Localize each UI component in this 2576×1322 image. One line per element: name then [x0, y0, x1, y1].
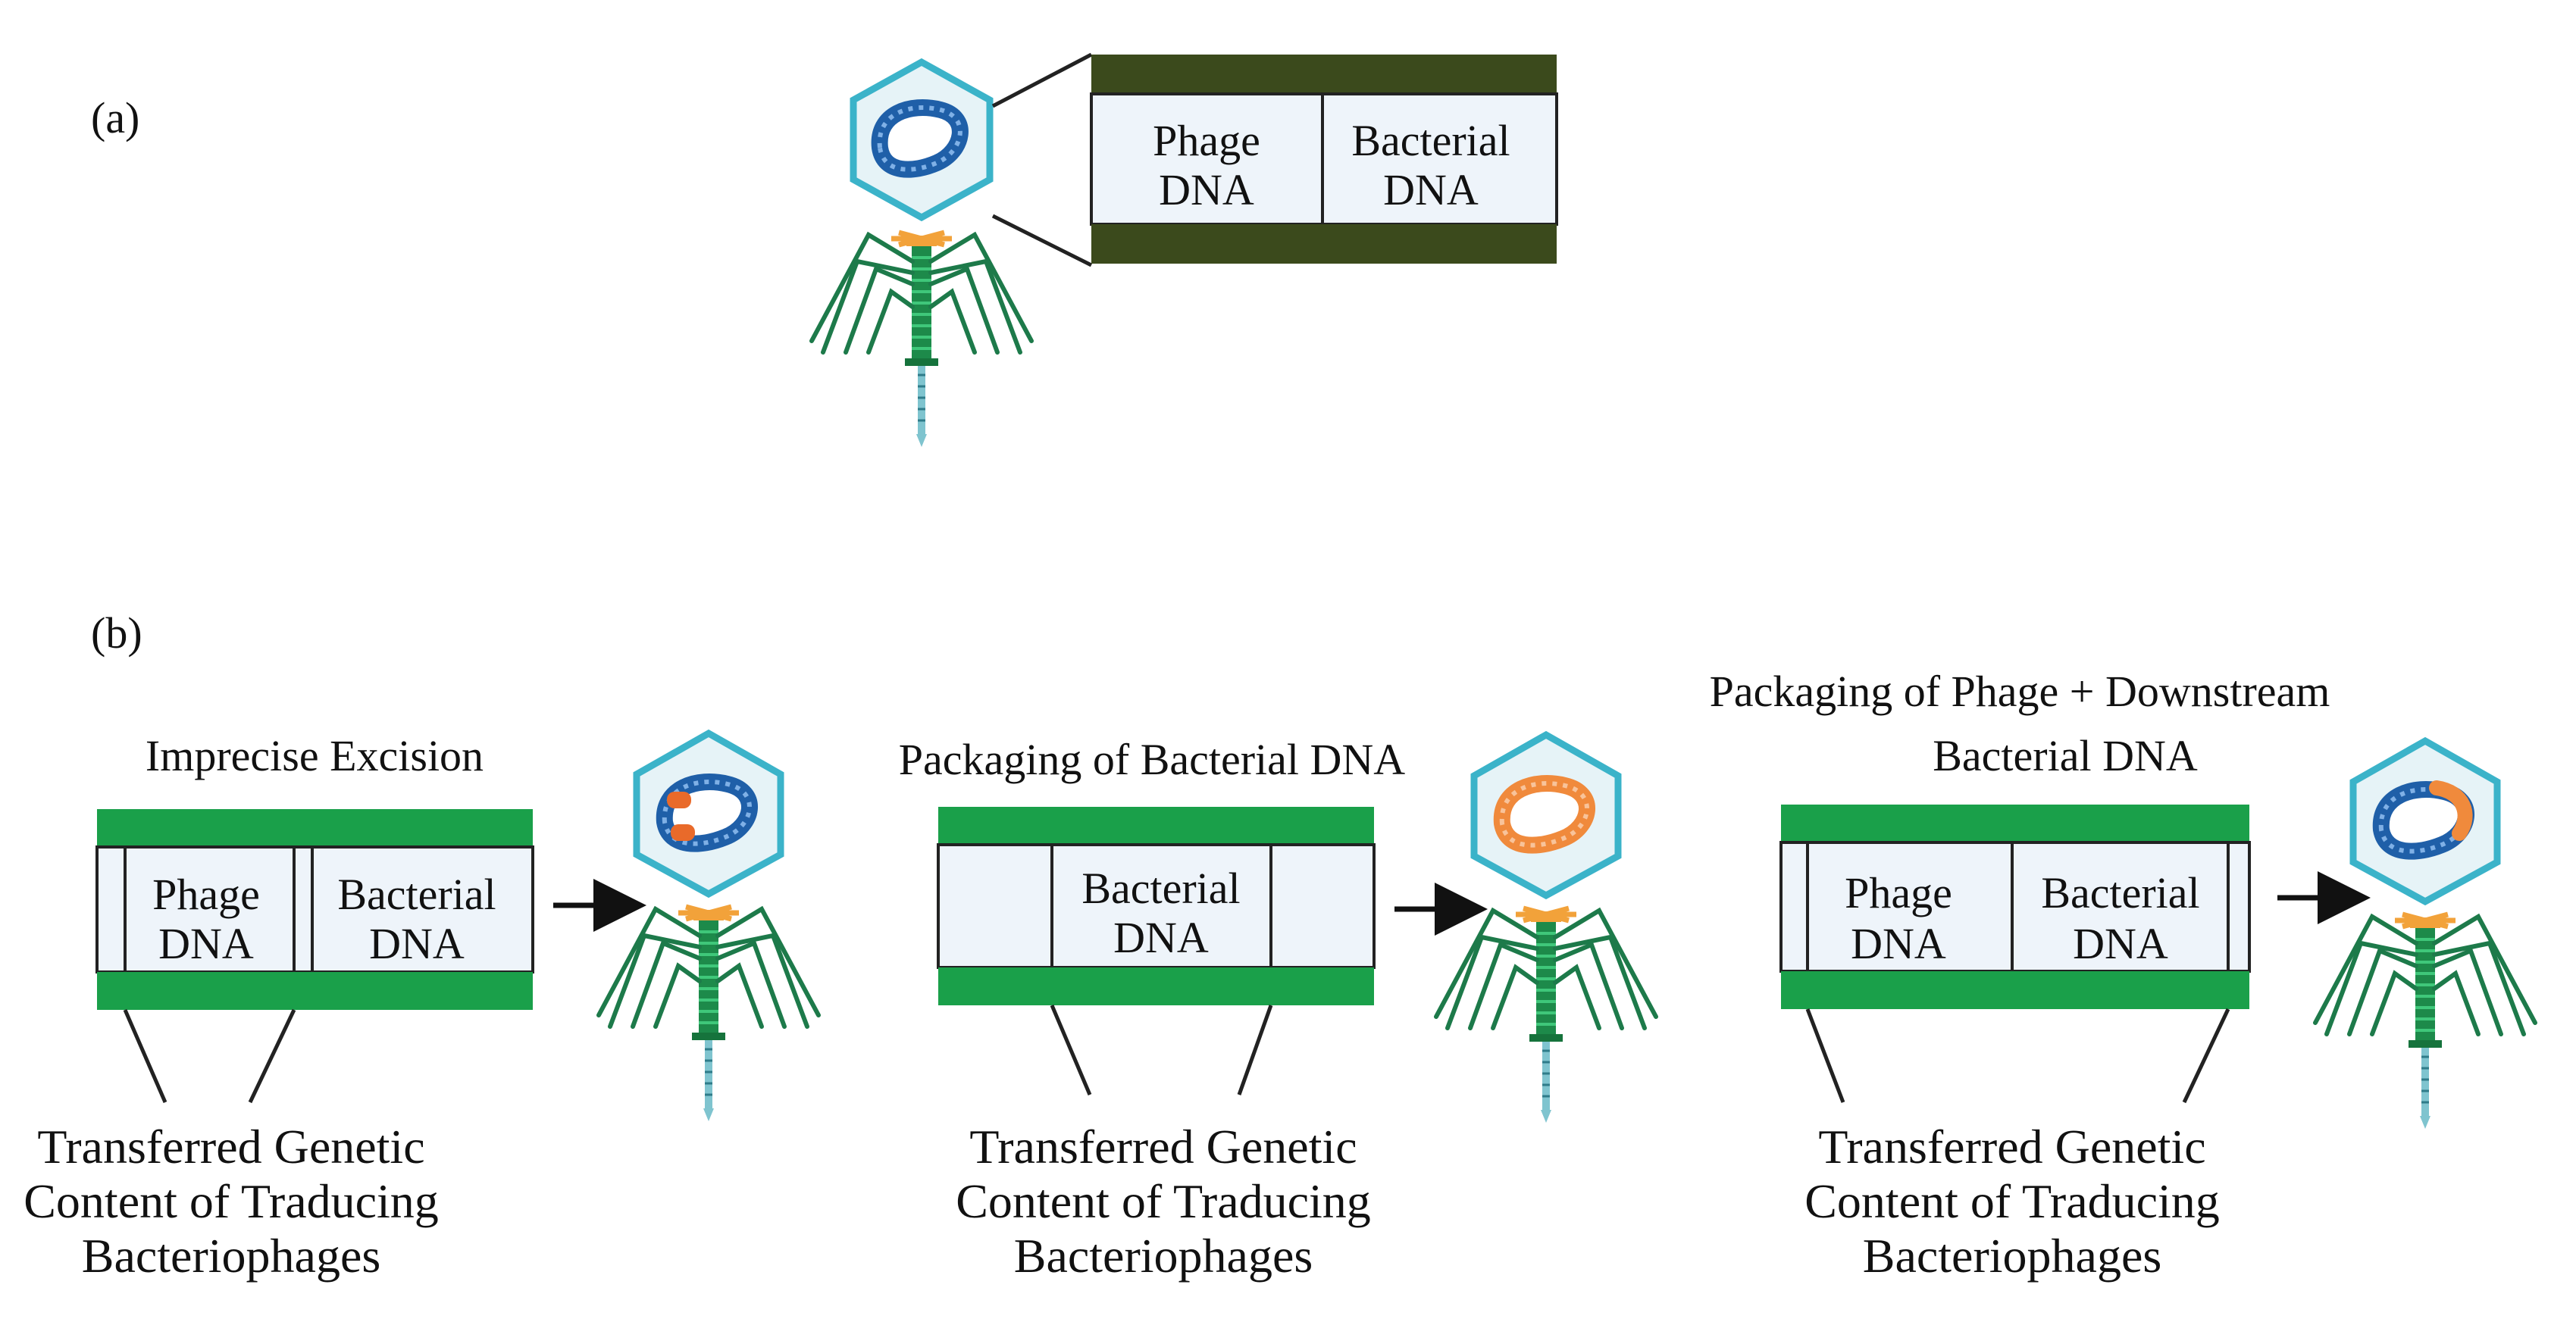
caption-line: Bacteriophages: [1863, 1229, 2162, 1283]
segment-label: Phage: [1845, 868, 1952, 917]
scenario-title: Packaging of Bacterial DNA: [899, 735, 1406, 784]
segment-label: DNA: [369, 919, 465, 968]
caption-line: Content of Traducing: [956, 1174, 1371, 1228]
bacteriophage-icon: [812, 58, 1031, 447]
segment-label: Bacterial: [337, 870, 496, 919]
panel-b-label: (b): [91, 608, 142, 658]
segment-label: Bacterial: [2041, 868, 2199, 917]
caption-line: Transferred Genetic: [969, 1120, 1357, 1174]
dna-segment-bar: [1779, 805, 2251, 1009]
scenario-title: Imprecise Excision: [146, 731, 484, 780]
scenario-title: Bacterial DNA: [1933, 731, 2198, 780]
segment-label: Phage: [1153, 116, 1260, 165]
bacteriophage-icon: [599, 729, 818, 1121]
caption-line: Bacteriophages: [82, 1229, 381, 1283]
bacteriophage-icon: [1436, 730, 1656, 1123]
segment-label: DNA: [158, 919, 254, 968]
caption-line: Bacteriophages: [1014, 1229, 1313, 1283]
segment-label: Bacterial: [1351, 116, 1510, 165]
caption-line: Transferred Genetic: [1818, 1120, 2205, 1174]
segment-label: Phage: [152, 870, 260, 919]
segment-label: DNA: [1383, 165, 1479, 214]
segment-label: DNA: [1113, 913, 1209, 962]
dna-segment-bar: [95, 809, 534, 1010]
segment-label: DNA: [1159, 165, 1254, 214]
caption-line: Content of Traducing: [1804, 1174, 2220, 1228]
panel-a-label: (a): [91, 93, 139, 142]
segment-label: DNA: [2073, 919, 2168, 968]
segment-label: DNA: [1851, 919, 1946, 968]
caption-line: Content of Traducing: [23, 1174, 439, 1228]
segment-label: Bacterial: [1081, 864, 1240, 913]
dna-segment-bar: [1090, 55, 1558, 264]
dna-segment-bar: [937, 807, 1376, 1005]
bacteriophage-icon: [2315, 736, 2535, 1129]
caption-line: Transferred Genetic: [37, 1120, 424, 1174]
scenario-title: Packaging of Phage + Downstream: [1710, 667, 2330, 716]
